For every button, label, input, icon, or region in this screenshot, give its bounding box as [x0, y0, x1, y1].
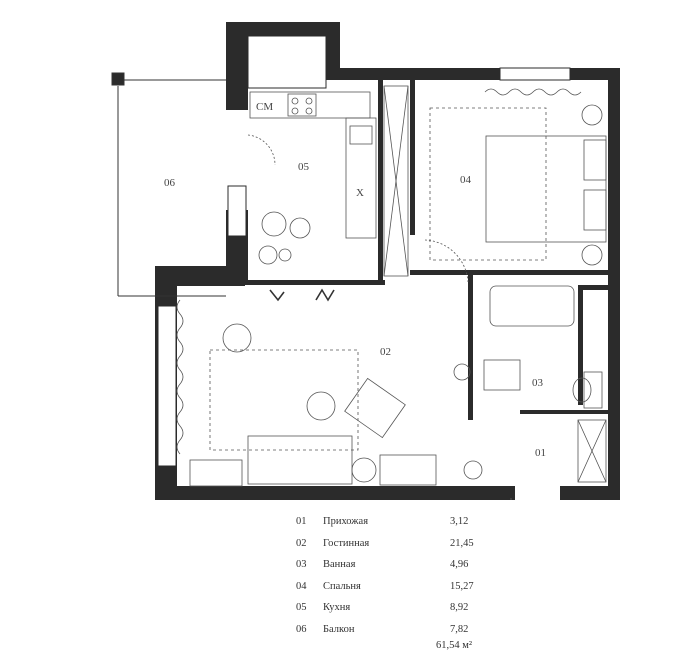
room-label-02: 02 [380, 346, 391, 358]
legend-room-area: 21,45 [450, 537, 474, 549]
hallway-fixtures [463, 419, 607, 500]
legend-number: 06 [296, 623, 307, 635]
floor-plan: CM X [111, 22, 620, 500]
bathroom-fixtures [453, 285, 603, 409]
exterior-walls [155, 22, 620, 500]
legend-number: 02 [296, 537, 307, 549]
fixture-fridge-label: X [356, 187, 364, 199]
legend-number: 01 [296, 516, 307, 527]
balcony [111, 72, 226, 297]
legend-room-area: 15,27 [450, 580, 474, 592]
legend-row-01: 01 Прихожая 3,12 [290, 512, 490, 534]
legend-row-06: 06 Балкон 7,82 [290, 620, 490, 642]
room-label-03: 03 [532, 377, 544, 389]
legend-number: 03 [296, 559, 307, 570]
room-label-04: 04 [460, 174, 472, 186]
room-label-05: 05 [298, 161, 310, 173]
room-label-06: 06 [164, 177, 176, 189]
legend-room-area: 4,96 [450, 559, 469, 570]
legend-room-name: Кухня [323, 602, 351, 613]
windows [157, 35, 571, 467]
fixture-stove-label: CM [256, 101, 273, 113]
interior-walls [245, 80, 608, 420]
legend-room-name: Гостинная [323, 537, 370, 549]
living-fixtures [176, 288, 437, 487]
legend-room-name: Спальня [323, 580, 361, 592]
area-legend: 01 Прихожая 3,12 02 Гостинная 21,45 03 В… [290, 512, 490, 641]
legend-room-area: 7,82 [450, 623, 469, 635]
wardrobe [383, 85, 409, 277]
legend-room-area: 8,92 [450, 602, 469, 613]
kitchen-fixtures [247, 91, 377, 265]
legend-row-05: 05 Кухня 8,92 [290, 598, 490, 620]
legend-number: 04 [296, 580, 307, 592]
room-label-01: 01 [535, 447, 546, 459]
legend-row-03: 03 Ванная 4,96 [290, 555, 490, 577]
legend-room-area: 3,12 [450, 516, 469, 527]
legend-room-name: Ванная [323, 559, 356, 570]
legend-row-04: 04 Спальня 15,27 [290, 577, 490, 599]
bedroom-fixtures [424, 88, 607, 283]
legend-room-name: Прихожая [323, 516, 369, 527]
total-area: 61,54 м² [436, 640, 473, 651]
legend-number: 05 [296, 602, 307, 613]
legend-room-name: Балкон [323, 623, 355, 635]
legend-row-02: 02 Гостинная 21,45 [290, 534, 490, 556]
